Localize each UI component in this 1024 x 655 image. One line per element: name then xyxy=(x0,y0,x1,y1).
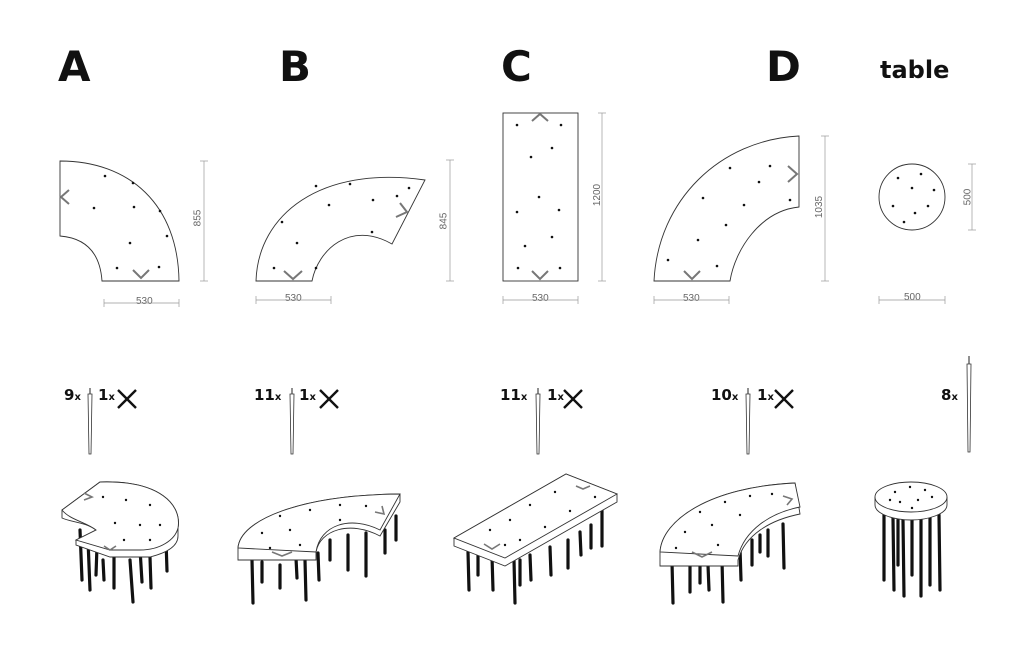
module-b-label: B xyxy=(279,42,312,91)
plan-d-outline xyxy=(653,135,800,282)
plan-c-outline xyxy=(502,112,579,282)
iso-a xyxy=(61,481,179,604)
module-table-label: table xyxy=(880,56,950,84)
module-a-legs-count: 9x xyxy=(64,386,81,404)
module-d-width-dim: 530 xyxy=(683,293,700,304)
plan-table-outline xyxy=(878,163,946,231)
module-c-label: C xyxy=(501,42,532,91)
module-c-legs-count: 11x xyxy=(500,386,528,404)
iso-c xyxy=(452,473,619,605)
cross-connector-icon xyxy=(116,388,795,410)
module-d-connector-count: 1x xyxy=(757,386,774,404)
dimension-lines xyxy=(103,112,976,307)
module-c-width-dim: 530 xyxy=(532,293,549,304)
plan-b-outline xyxy=(255,176,426,282)
module-a-width-dim: 530 xyxy=(136,296,153,307)
module-d-legs-count: 10x xyxy=(711,386,739,404)
module-table-width-dim: 500 xyxy=(904,292,921,303)
module-c-connector-count: 1x xyxy=(547,386,564,404)
module-table-legs-count: 8x xyxy=(941,386,958,404)
plan-dots xyxy=(92,123,936,270)
iso-table xyxy=(874,481,948,598)
module-a-label: A xyxy=(58,42,91,91)
iso-b xyxy=(237,493,401,605)
module-b-connector-count: 1x xyxy=(299,386,316,404)
iso-d xyxy=(659,482,801,605)
module-d-label: D xyxy=(766,42,801,91)
module-b-width-dim: 530 xyxy=(285,293,302,304)
plan-a-outline xyxy=(59,160,180,282)
table-leg-icon xyxy=(87,356,972,455)
module-a-connector-count: 1x xyxy=(98,386,115,404)
plan-views xyxy=(59,112,946,282)
plan-joint-markers xyxy=(59,112,799,281)
module-b-legs-count: 11x xyxy=(254,386,282,404)
